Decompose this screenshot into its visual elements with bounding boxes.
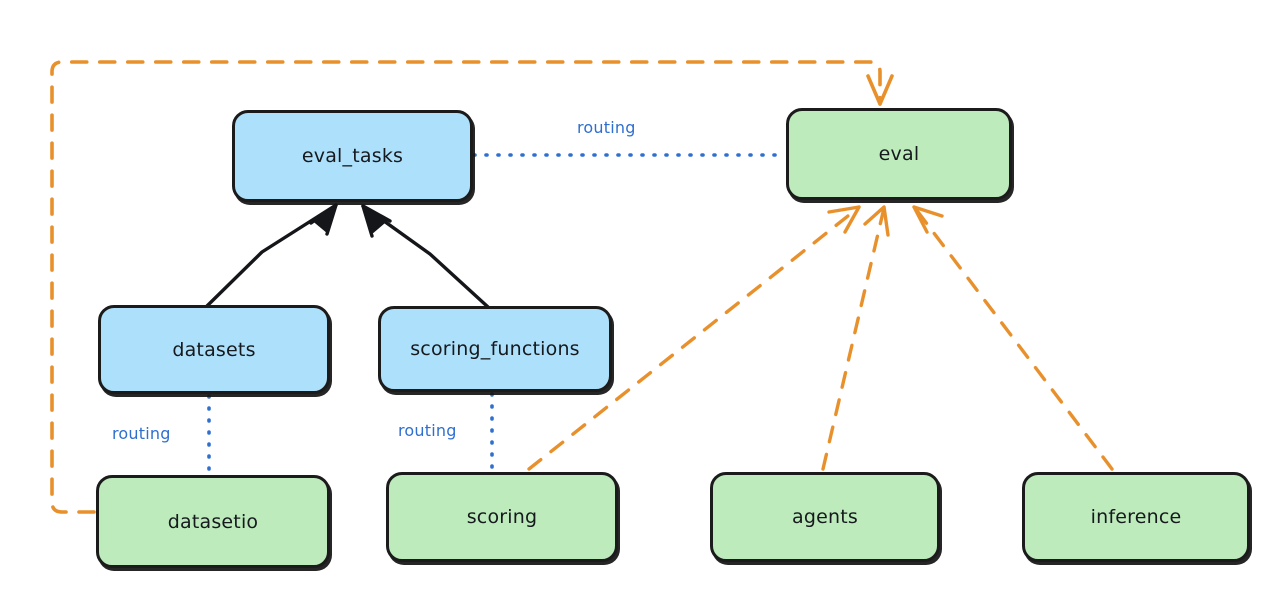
edge-label-routing-eval: routing [577,118,636,137]
node-datasets[interactable]: datasets [98,305,330,394]
node-datasetio[interactable]: datasetio [96,475,330,568]
node-label: inference [1090,506,1182,528]
edge-label-routing-datasetio: routing [112,424,171,443]
node-label: scoring [466,506,538,528]
node-label: eval [878,143,920,165]
node-label: eval_tasks [301,145,404,167]
node-agents[interactable]: agents [710,472,940,562]
edge-scoring_functions-to-eval_tasks [361,204,490,309]
edge-datasets-to-eval_tasks [205,203,338,308]
edge-label-routing-scoring: routing [398,421,457,440]
edge-inference-to-eval [912,205,1114,471]
edge-agents-to-eval [821,205,890,471]
node-label: scoring_functions [410,338,580,360]
node-eval-tasks[interactable]: eval_tasks [232,110,473,202]
node-label: datasets [172,338,256,361]
node-scoring-functions[interactable]: scoring_functions [378,306,612,392]
node-eval[interactable]: eval [786,108,1012,200]
node-label: datasetio [167,510,259,533]
node-scoring[interactable]: scoring [386,472,618,562]
node-inference[interactable]: inference [1022,472,1250,562]
node-label: agents [792,506,858,528]
